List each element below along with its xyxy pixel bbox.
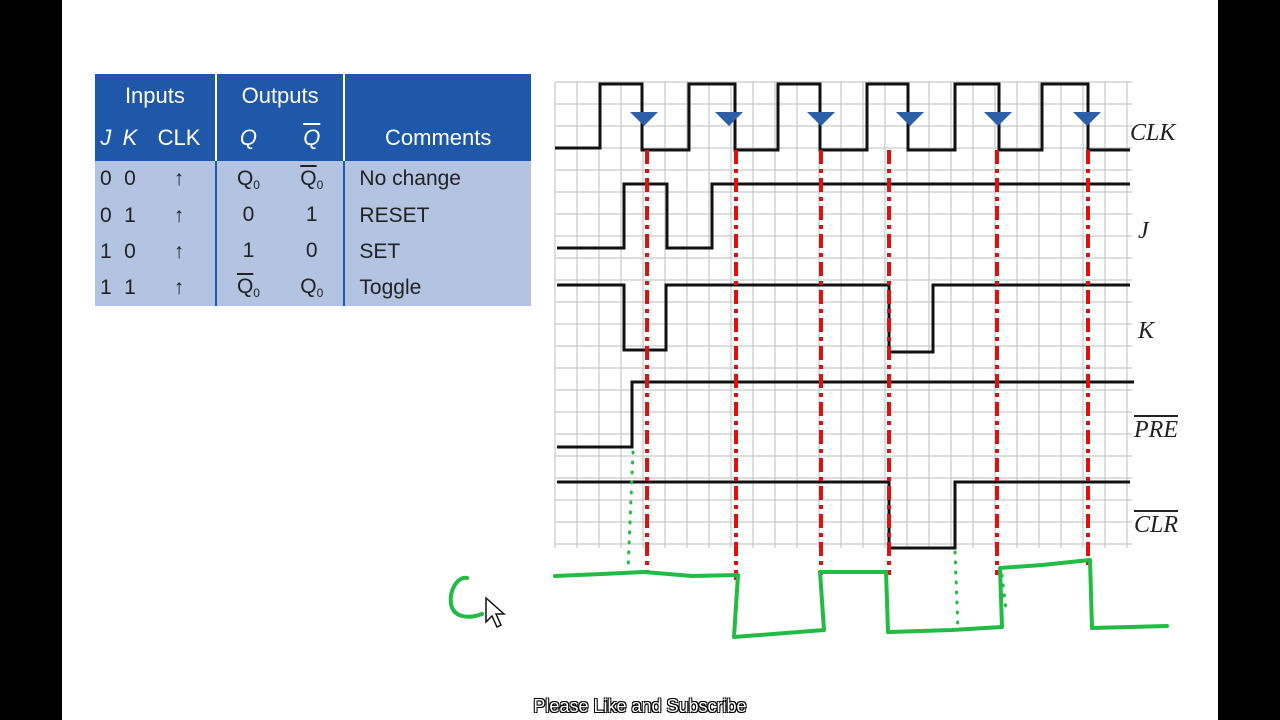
label-clk: CLK [1130, 120, 1176, 146]
table-row: 0 1 ↑ 0 1 RESET [95, 197, 531, 234]
table-column-header: J K CLK Q Q Comments [95, 115, 531, 162]
cell-qbar-text: Q [300, 275, 317, 299]
slide: Inputs Outputs J K CLK Q Q Comments 0 0 … [62, 0, 1218, 720]
table-row: 0 0 ↑ Q0 Q0 No change [95, 161, 531, 198]
arrow-down-icon [984, 112, 1012, 126]
col-qbar: Q [303, 125, 321, 151]
cell-comment: No change [343, 161, 531, 198]
cell-comment: Toggle [343, 269, 531, 306]
outputs-header: Outputs [214, 74, 345, 116]
cell-q: 0 [214, 197, 281, 234]
cell-comment: RESET [343, 197, 531, 234]
cell-q-sub: 0 [253, 286, 260, 301]
cell-qbar-sub: 0 [316, 286, 324, 301]
jk-truth-table: Inputs Outputs J K CLK Q Q Comments 0 0 … [95, 74, 531, 306]
arrow-down-icon [630, 112, 658, 126]
cell-q-text: Q [236, 275, 254, 299]
col-j: J [100, 125, 112, 151]
edge-marker-lines [645, 150, 1090, 580]
cell-q: 1 [214, 233, 281, 270]
label-k: K [1138, 318, 1155, 344]
label-j: J [1138, 218, 1149, 244]
cell-j: 1 [100, 275, 112, 299]
label-pre: PRE [1134, 417, 1178, 443]
cell-qbar-text: Q [300, 166, 317, 190]
handwritten-q-letter [448, 575, 484, 619]
col-q: Q [214, 115, 281, 162]
cell-qbar: Q0 [280, 161, 344, 197]
cell-qbar: Q0 [280, 270, 344, 306]
footer-caption: Please Like and Subscribe [533, 696, 747, 716]
table-row: 1 0 ↑ 1 0 SET [95, 233, 531, 270]
k-trace [557, 283, 1130, 354]
q-output-handwritten [448, 558, 1169, 639]
timing-diagram [448, 81, 1169, 639]
cell-j: 0 [100, 203, 112, 227]
cell-qbar-text: 0 [305, 239, 318, 263]
cell-q-sub: 0 [253, 177, 260, 192]
clk-edge-arrows [630, 112, 1101, 126]
label-clr: CLR [1134, 512, 1179, 538]
j-trace [557, 182, 1130, 250]
cell-qbar: 0 [280, 234, 344, 270]
cell-q: Q0 [214, 161, 281, 198]
cell-q: Q0 [214, 269, 281, 306]
cell-clk-arrow: ↑ [173, 239, 185, 263]
cell-k: 0 [124, 167, 136, 191]
cell-q-text: Q [236, 166, 254, 190]
clk-trace [555, 82, 1130, 152]
cell-qbar-sub: 0 [316, 177, 324, 192]
col-k: K [122, 125, 138, 151]
cell-clk-arrow: ↑ [173, 275, 185, 299]
timing-grid [554, 81, 1132, 548]
green-dotted-guides [626, 450, 1008, 632]
cell-comment: SET [343, 233, 531, 270]
cell-qbar: 1 [280, 198, 344, 234]
cell-k: 0 [124, 239, 136, 263]
arrow-down-icon [896, 112, 924, 126]
cell-qbar-text: 1 [305, 203, 318, 227]
table-row: 1 1 ↑ Q0 Q0 Toggle [95, 269, 531, 306]
comments-spacer [343, 74, 531, 116]
clr-trace [557, 480, 1130, 550]
cell-q-text: 0 [242, 203, 255, 227]
inputs-header: Inputs [124, 83, 185, 109]
cell-clk-arrow: ↑ [173, 167, 185, 191]
cell-j: 1 [100, 239, 112, 263]
col-comments: Comments [343, 115, 531, 162]
cell-k: 1 [124, 203, 136, 227]
arrow-down-icon [1073, 112, 1101, 126]
table-group-header: Inputs Outputs [95, 74, 531, 116]
pre-trace [557, 380, 1134, 449]
cell-j: 0 [100, 167, 112, 191]
arrow-down-icon [807, 112, 835, 126]
cell-clk-arrow: ↑ [173, 203, 185, 227]
cell-q-text: 1 [242, 239, 255, 263]
col-clk: CLK [157, 125, 201, 151]
mouse-cursor-icon [485, 596, 506, 629]
cell-k: 1 [124, 275, 136, 299]
arrow-down-icon [715, 112, 743, 126]
